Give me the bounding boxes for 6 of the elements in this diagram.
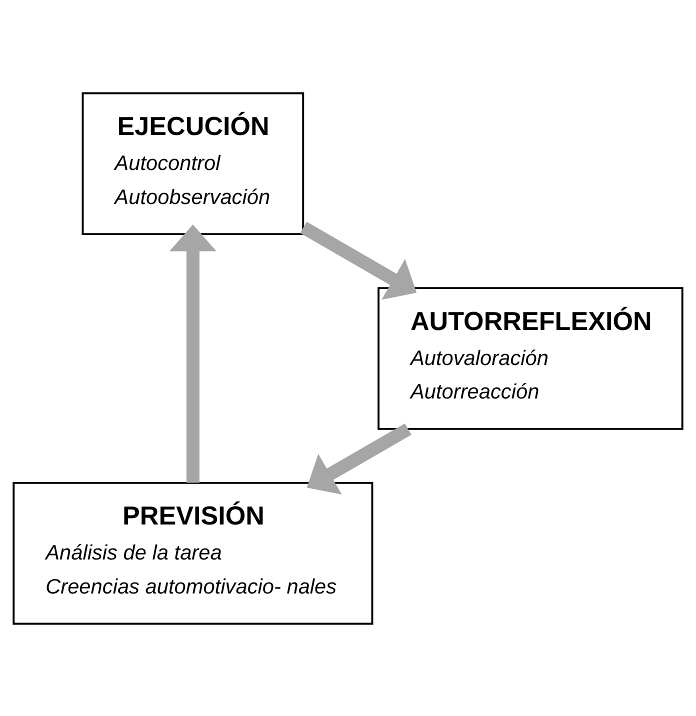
- node-box: EJECUCIÓN Autocontrol Autoobservación: [82, 92, 304, 235]
- arrow: [169, 224, 216, 482]
- node-box: PREVISIÓN Análisis de la tarea Creencias automotivacio- nales: [12, 481, 374, 624]
- node-box: AUTORREFLEXIÓN Autovaloración Autorreacción: [378, 286, 684, 430]
- arrow: [300, 221, 417, 300]
- arrow: [306, 422, 412, 494]
